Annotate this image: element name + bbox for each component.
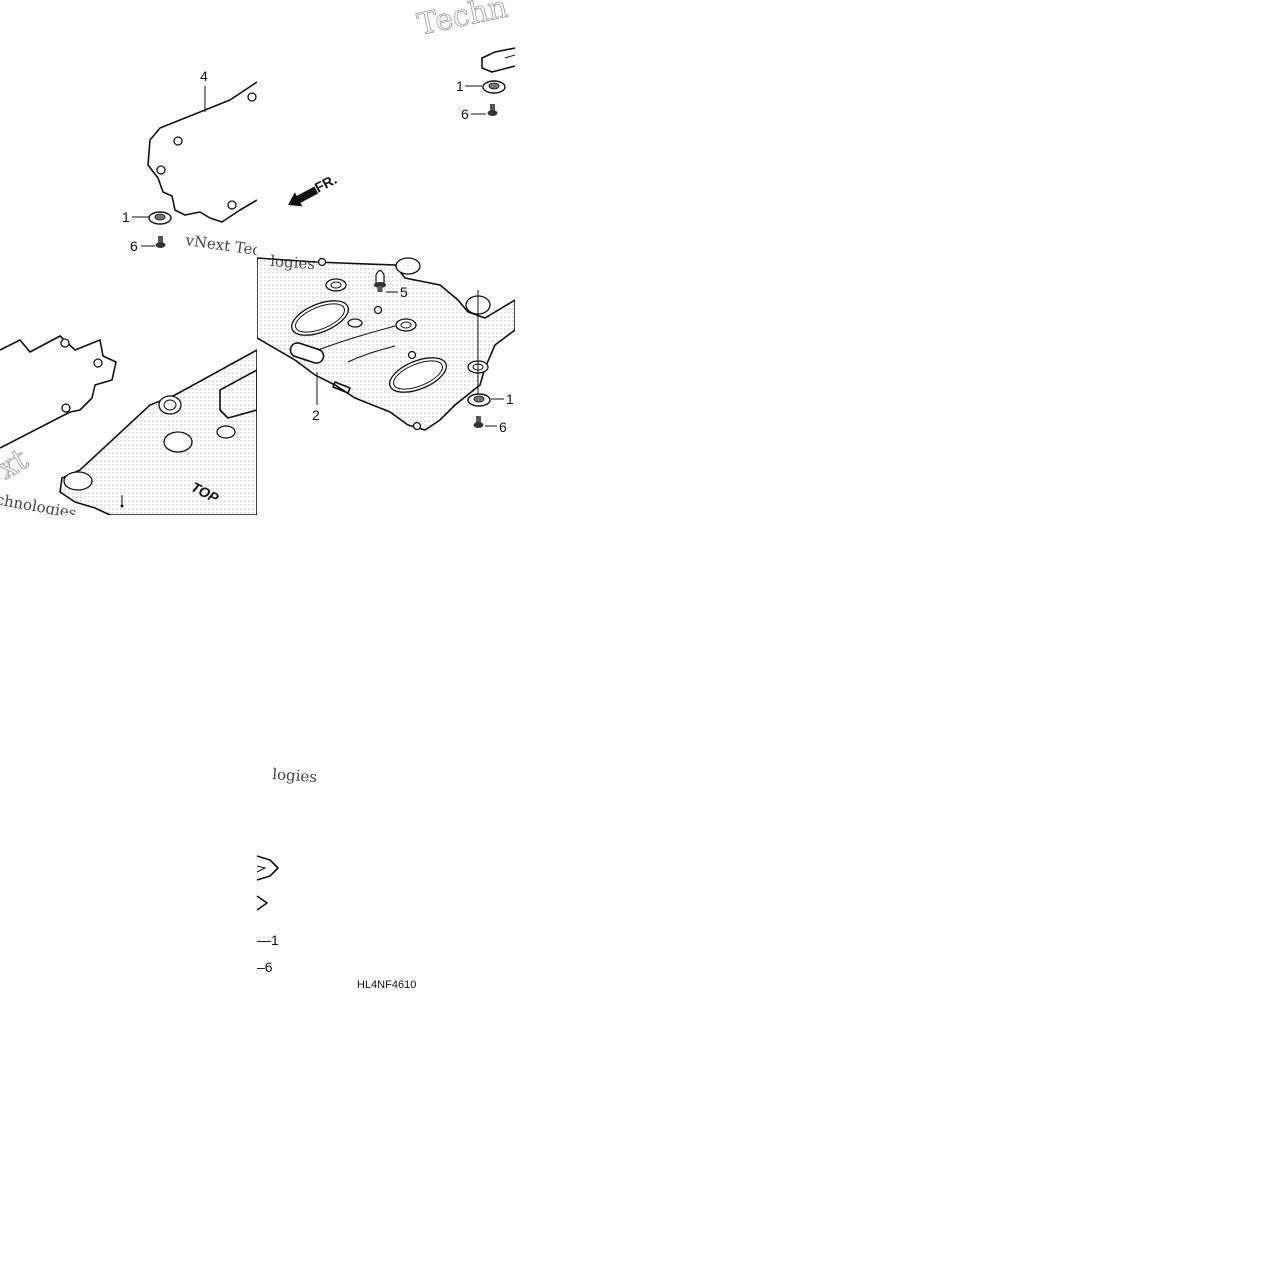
callout-5: 5: [400, 284, 408, 300]
callout-6: 6: [499, 419, 507, 435]
drawing-code: HL4NF4610: [357, 979, 416, 991]
callout-1: 1: [122, 209, 130, 225]
watermark-xt: xt: [0, 442, 34, 487]
callout-6: 6: [461, 106, 469, 122]
panel-top-right: Techn 1 6 FR. logies: [257, 0, 515, 435]
grommet-icon: [148, 211, 172, 225]
skid-plate: [257, 257, 515, 431]
bolt-icon: [155, 236, 166, 248]
front-direction-arrow-icon: [288, 186, 319, 207]
bolt-icon: [487, 104, 498, 116]
callout-6: –6: [257, 959, 273, 975]
grommet-icon: [467, 393, 491, 407]
watermark-logies: logies: [272, 765, 318, 786]
grommet-icon: [482, 80, 506, 94]
callout-6: 6: [130, 238, 138, 254]
watermark-techn: Techn: [414, 0, 510, 43]
panel-lower-fragment: logies —1 –6 HL4NF4610: [256, 765, 416, 991]
callout-1: 1: [456, 78, 464, 94]
under-cover-panel-outline: [147, 81, 257, 223]
callout-1: 1: [506, 391, 514, 407]
bolt-icon: [473, 416, 484, 428]
clip-fastener-icon: [374, 269, 386, 292]
callout-1: —1: [257, 932, 279, 948]
lower-panel-outline: [0, 335, 117, 449]
callout-2: 2: [312, 407, 320, 423]
dotted-plate: [59, 349, 257, 515]
watermark-vnext: vNext Tec: [183, 231, 262, 260]
callout-4: 4: [200, 68, 208, 84]
panel-top-left: TOP 4 1 6 vNext Tec chnologies xt: [0, 68, 262, 515]
